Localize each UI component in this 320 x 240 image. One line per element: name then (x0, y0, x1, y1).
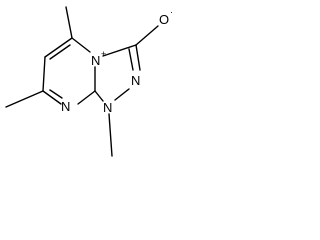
bond-c3-n2 (135, 44, 141, 71)
atom-label-n1: N (103, 100, 112, 115)
bond-c6-c7 (42, 56, 46, 92)
bond-c7-n8 (42, 90, 62, 105)
atom-o-radical: O · (159, 7, 173, 27)
bond-c7-n8-double (49, 89, 63, 99)
molecule-svg: N + N N N O · (5, 6, 173, 157)
bond-methyl-left (5, 90, 44, 108)
charge-plus: + (101, 49, 106, 59)
structure-canvas: N + N N N O · (0, 0, 214, 166)
bond-n2-n1 (114, 88, 130, 101)
bonds (5, 6, 159, 157)
atom-n-plus: N + (91, 49, 106, 68)
radical-dot: · (170, 7, 173, 17)
bond-methyl-top (65, 6, 73, 39)
bond-c5-c6 (44, 37, 73, 58)
bond-n4-c3 (102, 44, 137, 57)
bond-n4-c5 (71, 37, 91, 53)
bond-methyl-bottom (108, 113, 113, 157)
bond-c3-o (135, 25, 159, 46)
atom-label-n8: N (61, 99, 70, 114)
atom-label-o: O (159, 12, 169, 27)
bond-n8-c8a (77, 90, 96, 105)
atom-label-n2: N (131, 73, 140, 88)
atom-label-n4: N (91, 53, 100, 68)
bond-n1-c8a (94, 90, 104, 102)
bond-c3-n2-double (128, 48, 134, 71)
bond-c5-c6-double (49, 44, 71, 60)
atom-labels: N + N N N O · (61, 7, 173, 115)
